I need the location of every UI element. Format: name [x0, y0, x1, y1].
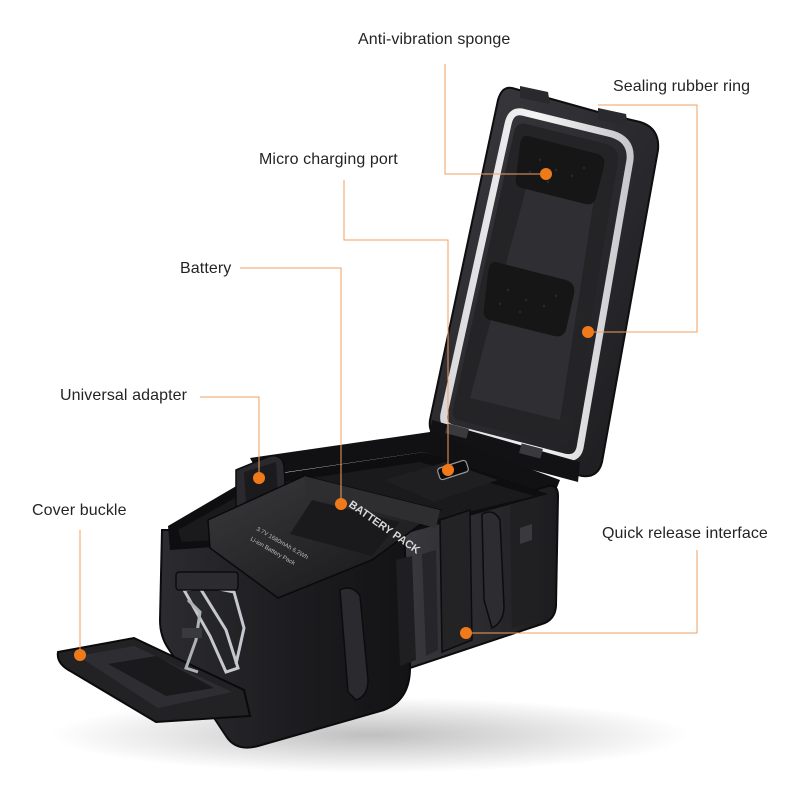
marker-anti-vibration-sponge: [540, 168, 552, 180]
leader-lines: [79, 64, 698, 652]
label-anti-vibration-sponge: Anti-vibration sponge: [358, 31, 511, 48]
marker-battery: [335, 498, 347, 510]
hinged-lid: [428, 86, 660, 482]
leader-anti-vibration-sponge: [444, 64, 546, 175]
anti-vibration-sponge-bottom: [483, 261, 575, 337]
leader-sealing-rubber-ring: [588, 104, 698, 333]
marker-dots: [74, 168, 594, 661]
label-sealing-rubber-ring: Sealing rubber ring: [613, 78, 751, 95]
label-universal-adapter: Universal adapter: [60, 387, 188, 404]
cover-buckle: [56, 571, 252, 724]
sealing-rubber-ring: [440, 108, 634, 462]
label-cover-buckle: Cover buckle: [32, 502, 127, 519]
anti-vibration-sponge-top: [515, 135, 605, 205]
leader-micro-charging-port: [343, 180, 449, 470]
case-body: BATTERY PACK 3.7V 1680mAh 6.2Wh Li-ion B…: [56, 432, 560, 749]
label-micro-charging-port: Micro charging port: [259, 151, 398, 168]
label-quick-release-interface: Quick release interface: [602, 525, 768, 542]
quick-release-interface: [439, 496, 540, 654]
leader-universal-adapter: [200, 396, 260, 478]
label-battery: Battery: [180, 260, 232, 277]
marker-micro-charging-port: [442, 464, 454, 476]
marker-cover-buckle: [74, 649, 86, 661]
leader-battery: [240, 267, 342, 504]
leader-quick-release-interface: [466, 550, 698, 634]
marker-universal-adapter: [253, 472, 265, 484]
marker-sealing-rubber-ring: [582, 326, 594, 338]
battery: BATTERY PACK 3.7V 1680mAh 6.2Wh Li-ion B…: [207, 475, 442, 599]
marker-quick-release-interface: [460, 627, 472, 639]
